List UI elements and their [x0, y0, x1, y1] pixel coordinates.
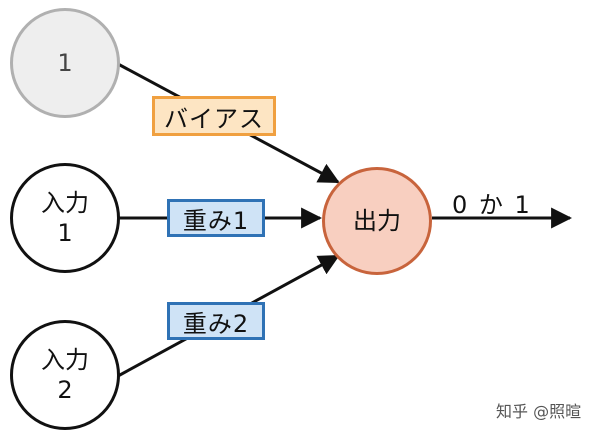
weight2-label: 重み2: [167, 302, 265, 340]
output-node-label: 出力: [353, 207, 401, 235]
bias-label: バイアス: [152, 96, 276, 136]
input2-node-label: 入力: [41, 346, 89, 374]
input1-node: 入力 1: [10, 163, 120, 273]
input1-node-index: 1: [57, 219, 73, 247]
input2-node: 入力 2: [10, 320, 120, 430]
bias-node-label: 1: [57, 49, 73, 77]
input1-node-label: 入力: [41, 189, 89, 217]
bias-node: 1: [10, 8, 120, 118]
input2-node-index: 2: [57, 376, 73, 404]
output-value-label: 0 か 1: [452, 191, 532, 219]
output-node: 出力: [322, 167, 432, 275]
watermark: 知乎 @照暄: [496, 402, 582, 421]
weight1-label: 重み1: [167, 199, 265, 237]
